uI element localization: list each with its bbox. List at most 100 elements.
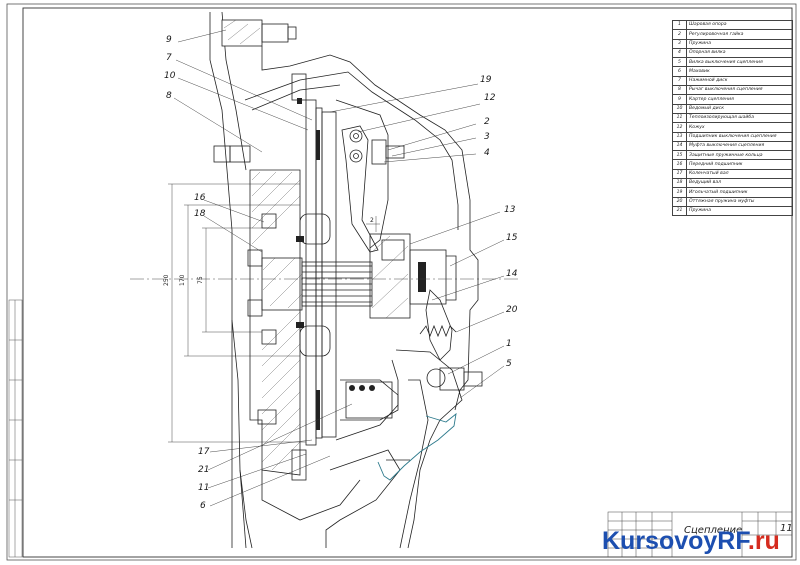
site-watermark: KursovoyRF.ru xyxy=(602,527,780,556)
spec-row-name: Защитные пружинные кольца xyxy=(686,150,793,161)
dimension-lines xyxy=(130,183,520,443)
sheet-number: 11 xyxy=(780,523,793,534)
callout-labels: 9 7 10 8 19 12 2 3 4 16 18 13 15 14 20 1… xyxy=(164,35,518,511)
spec-row-number: 6 xyxy=(672,66,687,77)
callout-9: 9 xyxy=(166,35,172,45)
callout-6: 6 xyxy=(200,501,206,511)
spec-row-name: Муфта выключения сцепления xyxy=(686,140,793,152)
callout-7: 7 xyxy=(166,53,172,63)
spec-row-name: Нажимной диск xyxy=(686,75,793,87)
watermark-main: KursovoyRF xyxy=(602,527,748,555)
callout-21: 21 xyxy=(198,465,209,475)
callout-4: 4 xyxy=(484,148,490,158)
drawing-title: Сцепление xyxy=(684,525,742,536)
spec-row-number: 10 xyxy=(672,103,687,114)
spec-row-number: 8 xyxy=(672,85,687,96)
spec-row-number: 18 xyxy=(672,178,687,189)
spec-row-name: Регулировочная гайка xyxy=(686,29,793,40)
cable xyxy=(377,412,457,481)
spec-row-name: Оттяжная пружина муфты xyxy=(686,196,793,207)
callout-19: 19 xyxy=(480,75,492,85)
margin-stamp xyxy=(8,299,23,558)
section-hatching xyxy=(223,19,409,471)
spec-row-name: Кожух xyxy=(686,122,793,133)
spec-row-number: 7 xyxy=(672,75,687,87)
cross-section xyxy=(209,11,483,549)
spec-row-name: Передний подшипник xyxy=(686,159,793,170)
spec-row-name: Игольчатый подшипник xyxy=(686,187,793,198)
spec-row-name: Ведущий вал xyxy=(686,178,793,189)
spec-row-number: 9 xyxy=(672,94,687,105)
watermark-suffix: .ru xyxy=(747,527,780,555)
spec-row-name: Теплоизолирующая шайба xyxy=(686,112,793,124)
spec-row-number: 11 xyxy=(672,112,687,124)
spec-row-name: Картер сцепления xyxy=(686,94,793,105)
dim-75: 75 xyxy=(197,276,204,284)
dim-2: 2 xyxy=(370,217,374,224)
leader-lines xyxy=(173,29,505,507)
spec-row-number: 16 xyxy=(672,159,687,170)
callout-13: 13 xyxy=(504,205,516,215)
callout-2: 2 xyxy=(484,117,490,127)
spec-row-number: 13 xyxy=(672,131,687,142)
dim-170: 170 xyxy=(179,274,186,286)
callout-12: 12 xyxy=(484,93,496,103)
spec-row-number: 2 xyxy=(672,29,687,40)
callout-18: 18 xyxy=(194,209,206,219)
callout-15: 15 xyxy=(506,233,518,243)
spec-row-name: Рычаг выключения сцепления xyxy=(686,85,793,96)
callout-3: 3 xyxy=(484,132,490,142)
spec-row-number: 12 xyxy=(672,122,687,133)
spec-row-name: Маховик xyxy=(686,66,793,77)
callout-17: 17 xyxy=(198,447,210,457)
spec-row-name: Вилка выключения сцепления xyxy=(686,57,793,68)
spec-row-number: 3 xyxy=(672,38,687,49)
spec-row-number: 19 xyxy=(672,187,687,198)
spec-row-name: Подшипник выключения сцепления xyxy=(686,131,793,142)
spec-row-number: 20 xyxy=(672,196,687,207)
callout-5: 5 xyxy=(506,359,512,369)
dark-components xyxy=(296,98,426,430)
spec-row-name: Ведомый диск xyxy=(686,103,793,114)
title-block xyxy=(607,511,793,558)
callout-11: 11 xyxy=(198,483,209,493)
callout-8: 8 xyxy=(166,91,172,101)
callout-1: 1 xyxy=(506,339,512,349)
spec-row-number: 21 xyxy=(672,205,687,217)
spec-row-number: 5 xyxy=(672,57,687,68)
spec-row-name: Опорная вилка xyxy=(686,47,793,59)
spec-row-number: 4 xyxy=(672,47,687,59)
spec-row-number: 1 xyxy=(672,19,687,31)
spec-row-name: Шаровая опора xyxy=(686,19,793,31)
callout-10: 10 xyxy=(164,71,176,81)
dimension-values: 250 170 75 2 xyxy=(163,217,374,286)
dim-250: 250 xyxy=(163,274,170,286)
spec-row-name: Пружина xyxy=(686,38,793,49)
spec-row-name: Коленчатый вал xyxy=(686,168,793,180)
callout-16: 16 xyxy=(194,193,206,203)
